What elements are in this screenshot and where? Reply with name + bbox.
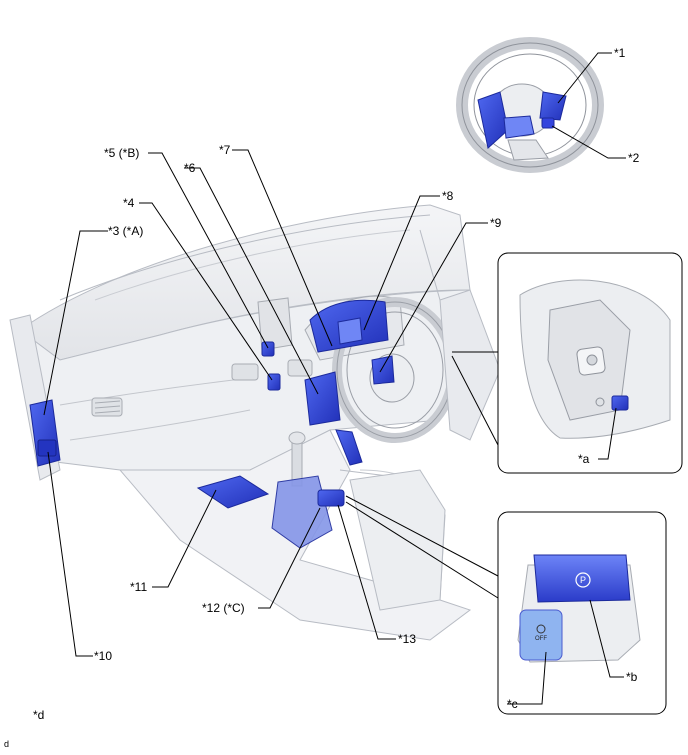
off-symbol: OFF bbox=[535, 636, 547, 642]
callout-3: *3 (*A) bbox=[108, 224, 144, 238]
callout-1: *1 bbox=[614, 46, 626, 60]
steering-wheel-overview bbox=[456, 37, 604, 173]
detail-panel-parking-switch bbox=[497, 511, 667, 715]
callout-11: *11 bbox=[130, 580, 148, 594]
callout-10: *10 bbox=[94, 649, 113, 663]
component-9-switch bbox=[371, 355, 395, 385]
callout-4: *4 bbox=[123, 196, 135, 210]
callout-b: *b bbox=[626, 670, 638, 684]
panel-a-switch-highlight bbox=[611, 395, 629, 411]
component-5-switch bbox=[261, 341, 275, 357]
component-12-assembly bbox=[271, 475, 333, 549]
parking-symbol: P bbox=[580, 575, 587, 585]
component-13-switch bbox=[317, 489, 345, 507]
callout-c: *c bbox=[507, 697, 518, 711]
callout-7: *7 bbox=[219, 143, 231, 157]
hold-off-switch bbox=[519, 609, 563, 661]
figure-code: d bbox=[4, 739, 10, 749]
callout-13: *13 bbox=[398, 632, 417, 646]
detail-panel-steering-switch bbox=[497, 252, 683, 474]
callout-5: *5 (*B) bbox=[104, 146, 140, 160]
callout-2: *2 bbox=[628, 151, 640, 165]
parking-brake-switch bbox=[533, 554, 631, 603]
component-11-module bbox=[196, 475, 270, 509]
component-10-connector bbox=[37, 439, 57, 457]
callout-6: *6 bbox=[184, 161, 196, 175]
callout-d: *d bbox=[33, 708, 45, 722]
dashboard-illustration bbox=[9, 204, 501, 641]
callout-8: *8 bbox=[442, 189, 454, 203]
highlighted-components bbox=[29, 299, 395, 549]
callout-12: *12 (*C) bbox=[202, 601, 245, 615]
callout-a: *a bbox=[578, 452, 590, 466]
leader-lines bbox=[43, 52, 626, 705]
callout-9: *9 bbox=[490, 216, 502, 230]
